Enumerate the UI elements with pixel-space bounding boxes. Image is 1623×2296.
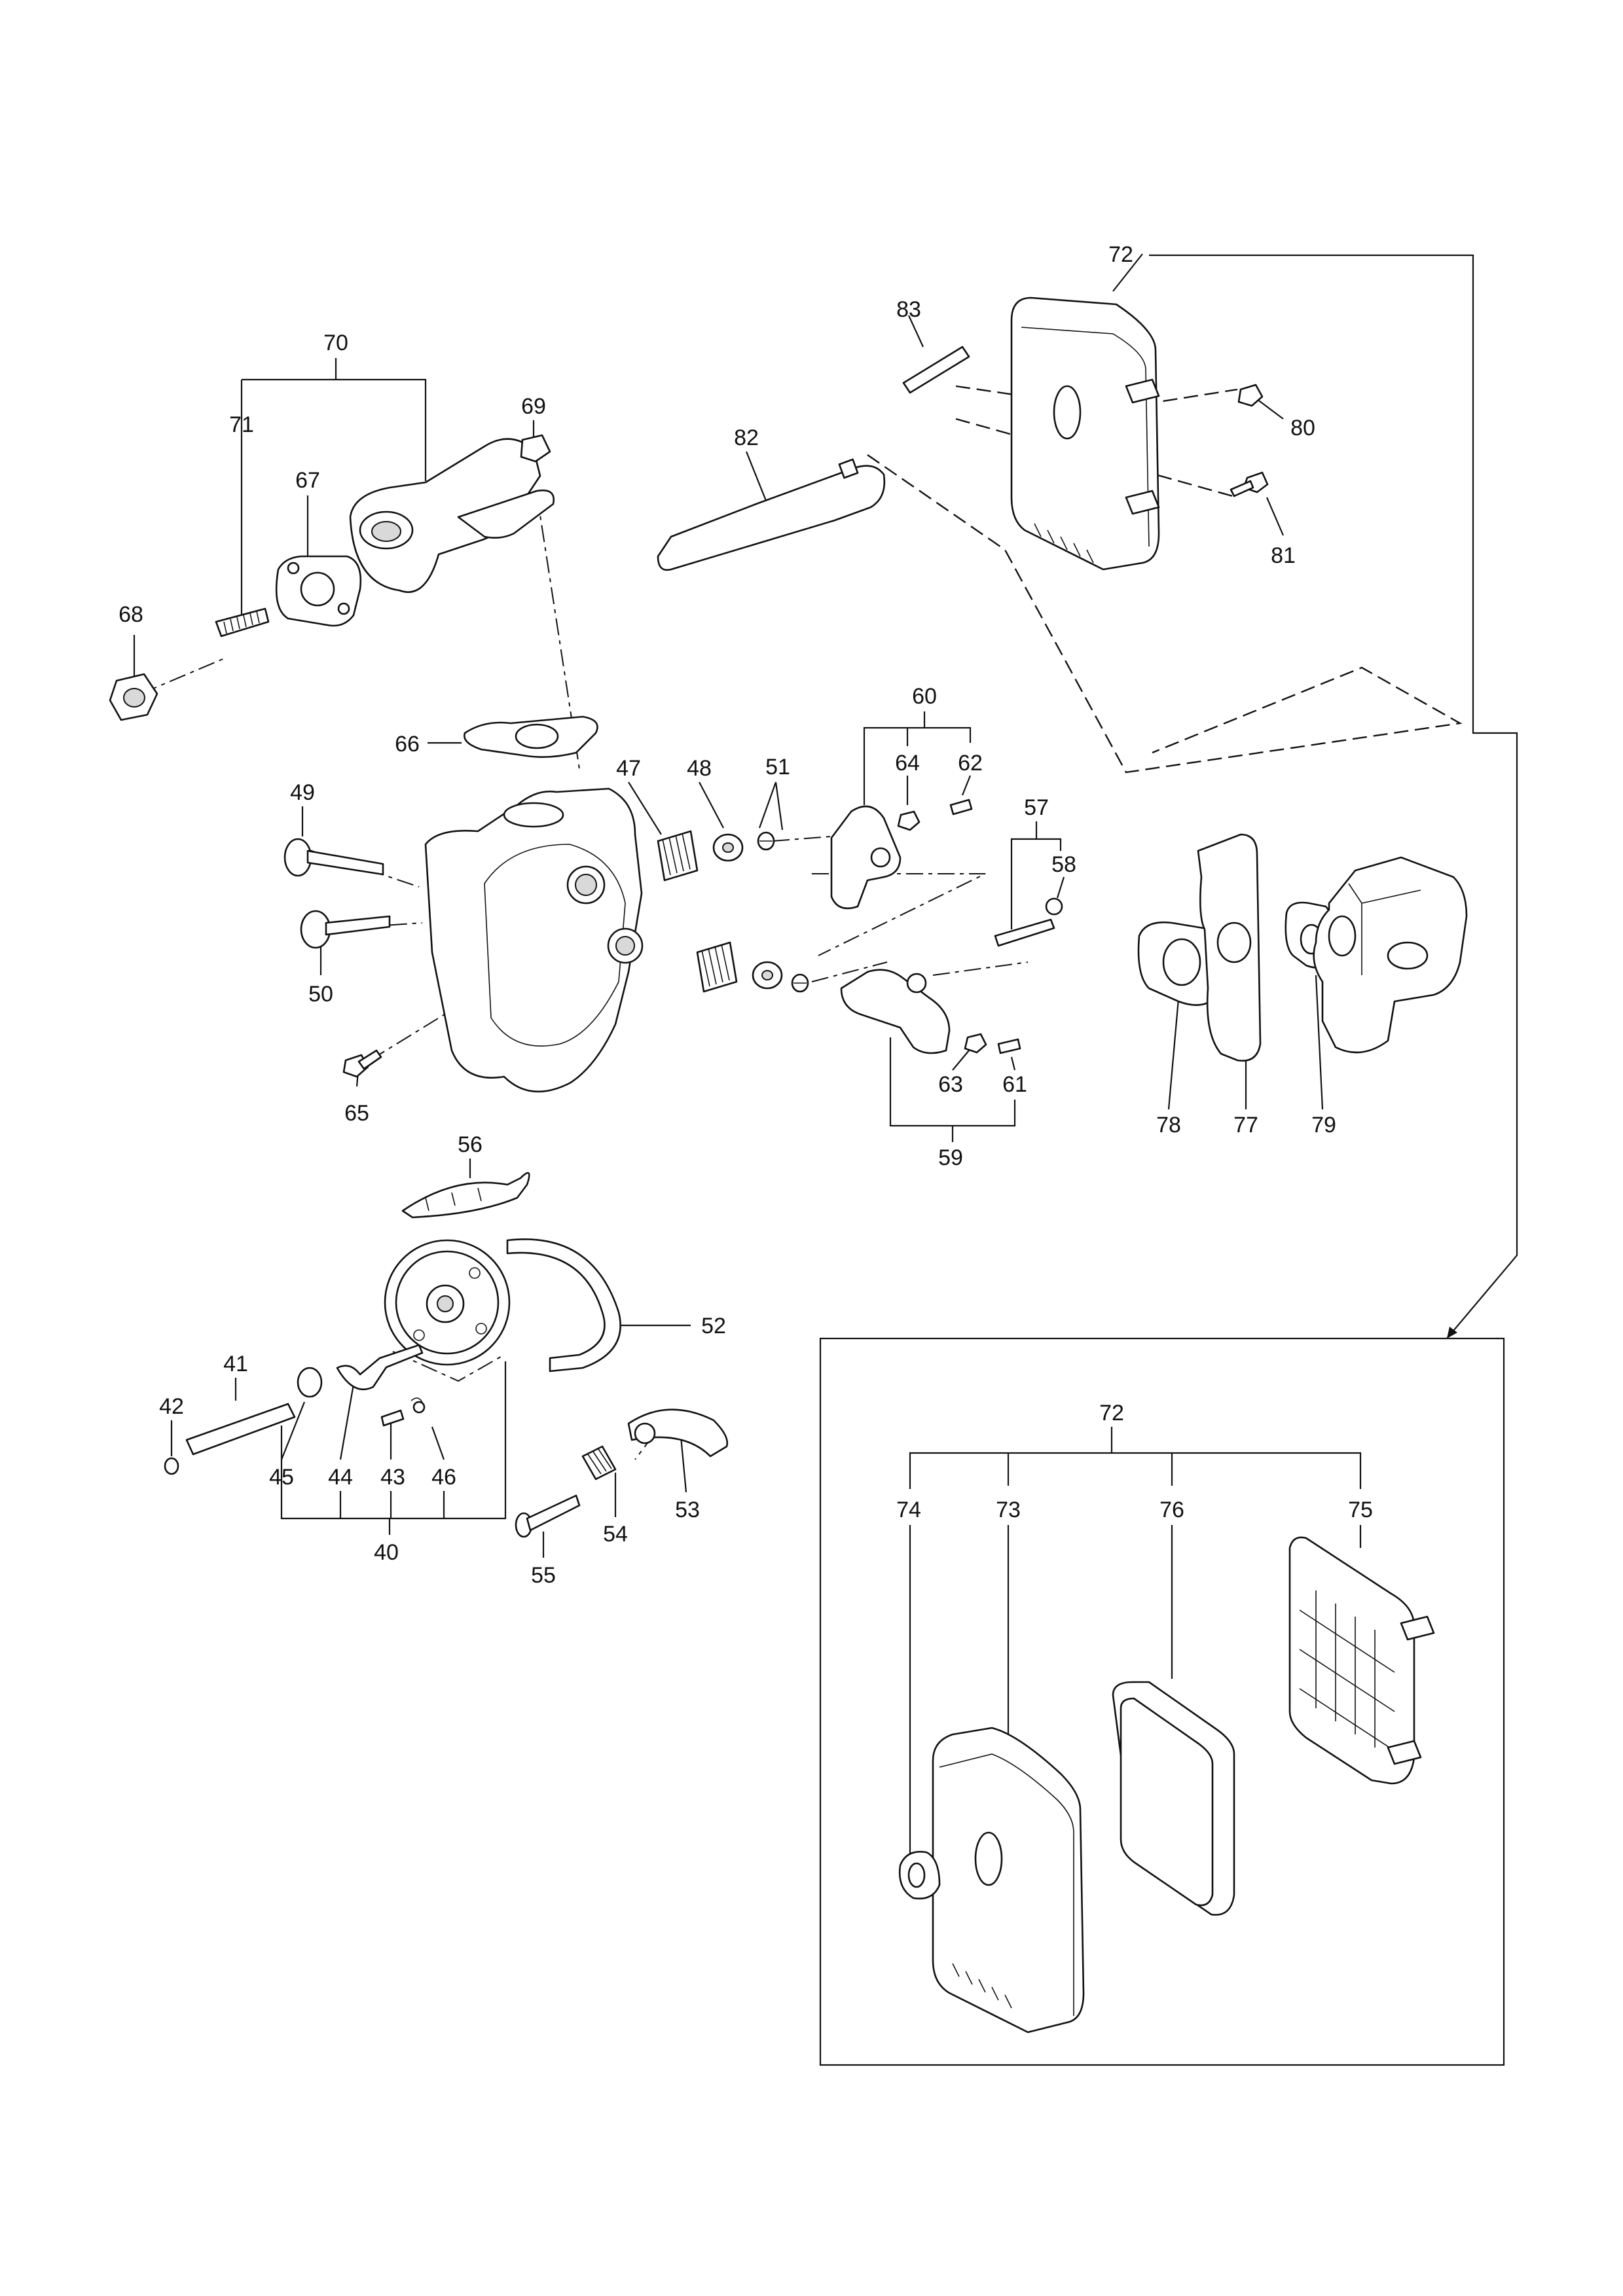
label-76: 76 <box>1159 1498 1184 1522</box>
part-57-shaft <box>994 918 1055 947</box>
label-56: 56 <box>458 1132 483 1157</box>
label-43: 43 <box>380 1465 405 1490</box>
part-59-rocker-arm <box>840 969 951 1054</box>
part-carburetor <box>1313 856 1468 1054</box>
label-48: 48 <box>687 756 712 781</box>
label-73: 73 <box>996 1498 1021 1522</box>
label-64: 64 <box>895 751 920 776</box>
part-71-stud-bolt <box>215 607 270 637</box>
label-58: 58 <box>1051 852 1076 877</box>
label-79: 79 <box>1311 1113 1336 1138</box>
part-80-nut <box>1237 384 1264 407</box>
part-64-nut <box>897 810 921 831</box>
label-50: 50 <box>308 982 333 1007</box>
label-44: 44 <box>328 1465 353 1490</box>
label-53: 53 <box>675 1498 700 1522</box>
label-46: 46 <box>431 1465 456 1490</box>
part-50-valve <box>300 910 391 949</box>
part-63-nut <box>964 1033 987 1054</box>
part-76-filter-element <box>1112 1681 1235 1916</box>
part-65-bolt <box>342 1049 382 1078</box>
label-62: 62 <box>958 751 983 776</box>
label-78: 78 <box>1156 1113 1181 1138</box>
label-81: 81 <box>1271 543 1296 568</box>
part-82-bracket <box>657 458 886 571</box>
part-46-spring <box>410 1397 426 1414</box>
label-40: 40 <box>374 1540 399 1565</box>
part-60-rocker-arm <box>830 805 902 910</box>
label-75: 75 <box>1348 1498 1373 1522</box>
label-47: 47 <box>616 756 641 781</box>
part-68-flange-nut <box>109 673 158 721</box>
label-66: 66 <box>395 732 420 757</box>
label-77: 77 <box>1233 1113 1258 1138</box>
label-83: 83 <box>896 297 921 322</box>
part-73-case <box>932 1727 1085 2034</box>
part-53-tensioner <box>627 1408 729 1458</box>
label-68: 68 <box>119 602 143 627</box>
label-57: 57 <box>1024 795 1049 820</box>
detail-box-72 <box>819 1337 1505 2066</box>
label-51: 51 <box>765 755 790 780</box>
part-66-gasket <box>464 715 598 758</box>
label-59: 59 <box>938 1145 963 1170</box>
label-67: 67 <box>295 468 320 493</box>
label-52: 52 <box>701 1314 726 1338</box>
part-58-clip <box>1045 897 1063 916</box>
label-49: 49 <box>290 780 315 805</box>
label-70: 70 <box>323 331 348 355</box>
label-82: 82 <box>734 425 759 450</box>
part-54-spring <box>581 1445 617 1480</box>
label-54: 54 <box>603 1522 628 1547</box>
part-78-gasket <box>1137 921 1221 1006</box>
part-47-spring <box>657 830 738 993</box>
part-74-gasket <box>898 1850 941 1900</box>
label-61: 61 <box>1002 1072 1027 1097</box>
part-55-bolt <box>515 1494 581 1538</box>
label-42: 42 <box>159 1394 184 1419</box>
part-41-shaft <box>185 1403 296 1456</box>
label-63: 63 <box>938 1072 963 1097</box>
part-61-pin <box>997 1038 1021 1054</box>
part-75-cover <box>1288 1536 1435 1785</box>
part-70-exhaust-pipe <box>349 438 555 593</box>
part-69-nut <box>520 434 551 463</box>
part-40-camshaft-sprocket <box>384 1239 511 1366</box>
label-72-detail: 72 <box>1099 1401 1124 1426</box>
part-67-gasket <box>275 555 362 627</box>
part-52-timing-chain <box>506 1238 621 1372</box>
part-77-insulator <box>1197 833 1262 1062</box>
label-55: 55 <box>531 1563 556 1588</box>
part-56-chain-guide <box>401 1172 530 1219</box>
part-72-air-cleaner <box>1010 296 1160 571</box>
part-83-pin <box>902 346 970 394</box>
label-69: 69 <box>521 394 546 419</box>
part-62-pin <box>949 798 973 816</box>
label-41: 41 <box>223 1352 248 1376</box>
label-45: 45 <box>269 1465 294 1490</box>
part-49-valve <box>283 838 384 877</box>
callout-labels: 70 71 69 67 68 72 83 82 80 81 66 60 64 6… <box>119 242 1373 1588</box>
leader-lines <box>133 253 1518 1875</box>
label-65: 65 <box>344 1101 369 1126</box>
part-81-bolt <box>1230 471 1269 497</box>
part-51-collet <box>757 831 809 993</box>
label-80: 80 <box>1290 416 1315 440</box>
label-72: 72 <box>1108 242 1133 267</box>
label-71: 71 <box>229 412 254 437</box>
part-48-retainer <box>712 833 783 990</box>
part-cylinder-head <box>424 787 644 1093</box>
label-74: 74 <box>896 1498 921 1522</box>
part-43-pin <box>380 1409 405 1427</box>
part-42-washer <box>164 1457 179 1475</box>
label-60: 60 <box>912 684 937 709</box>
part-45-o-ring <box>297 1367 323 1398</box>
part-44-decompressor-weight <box>336 1344 424 1391</box>
